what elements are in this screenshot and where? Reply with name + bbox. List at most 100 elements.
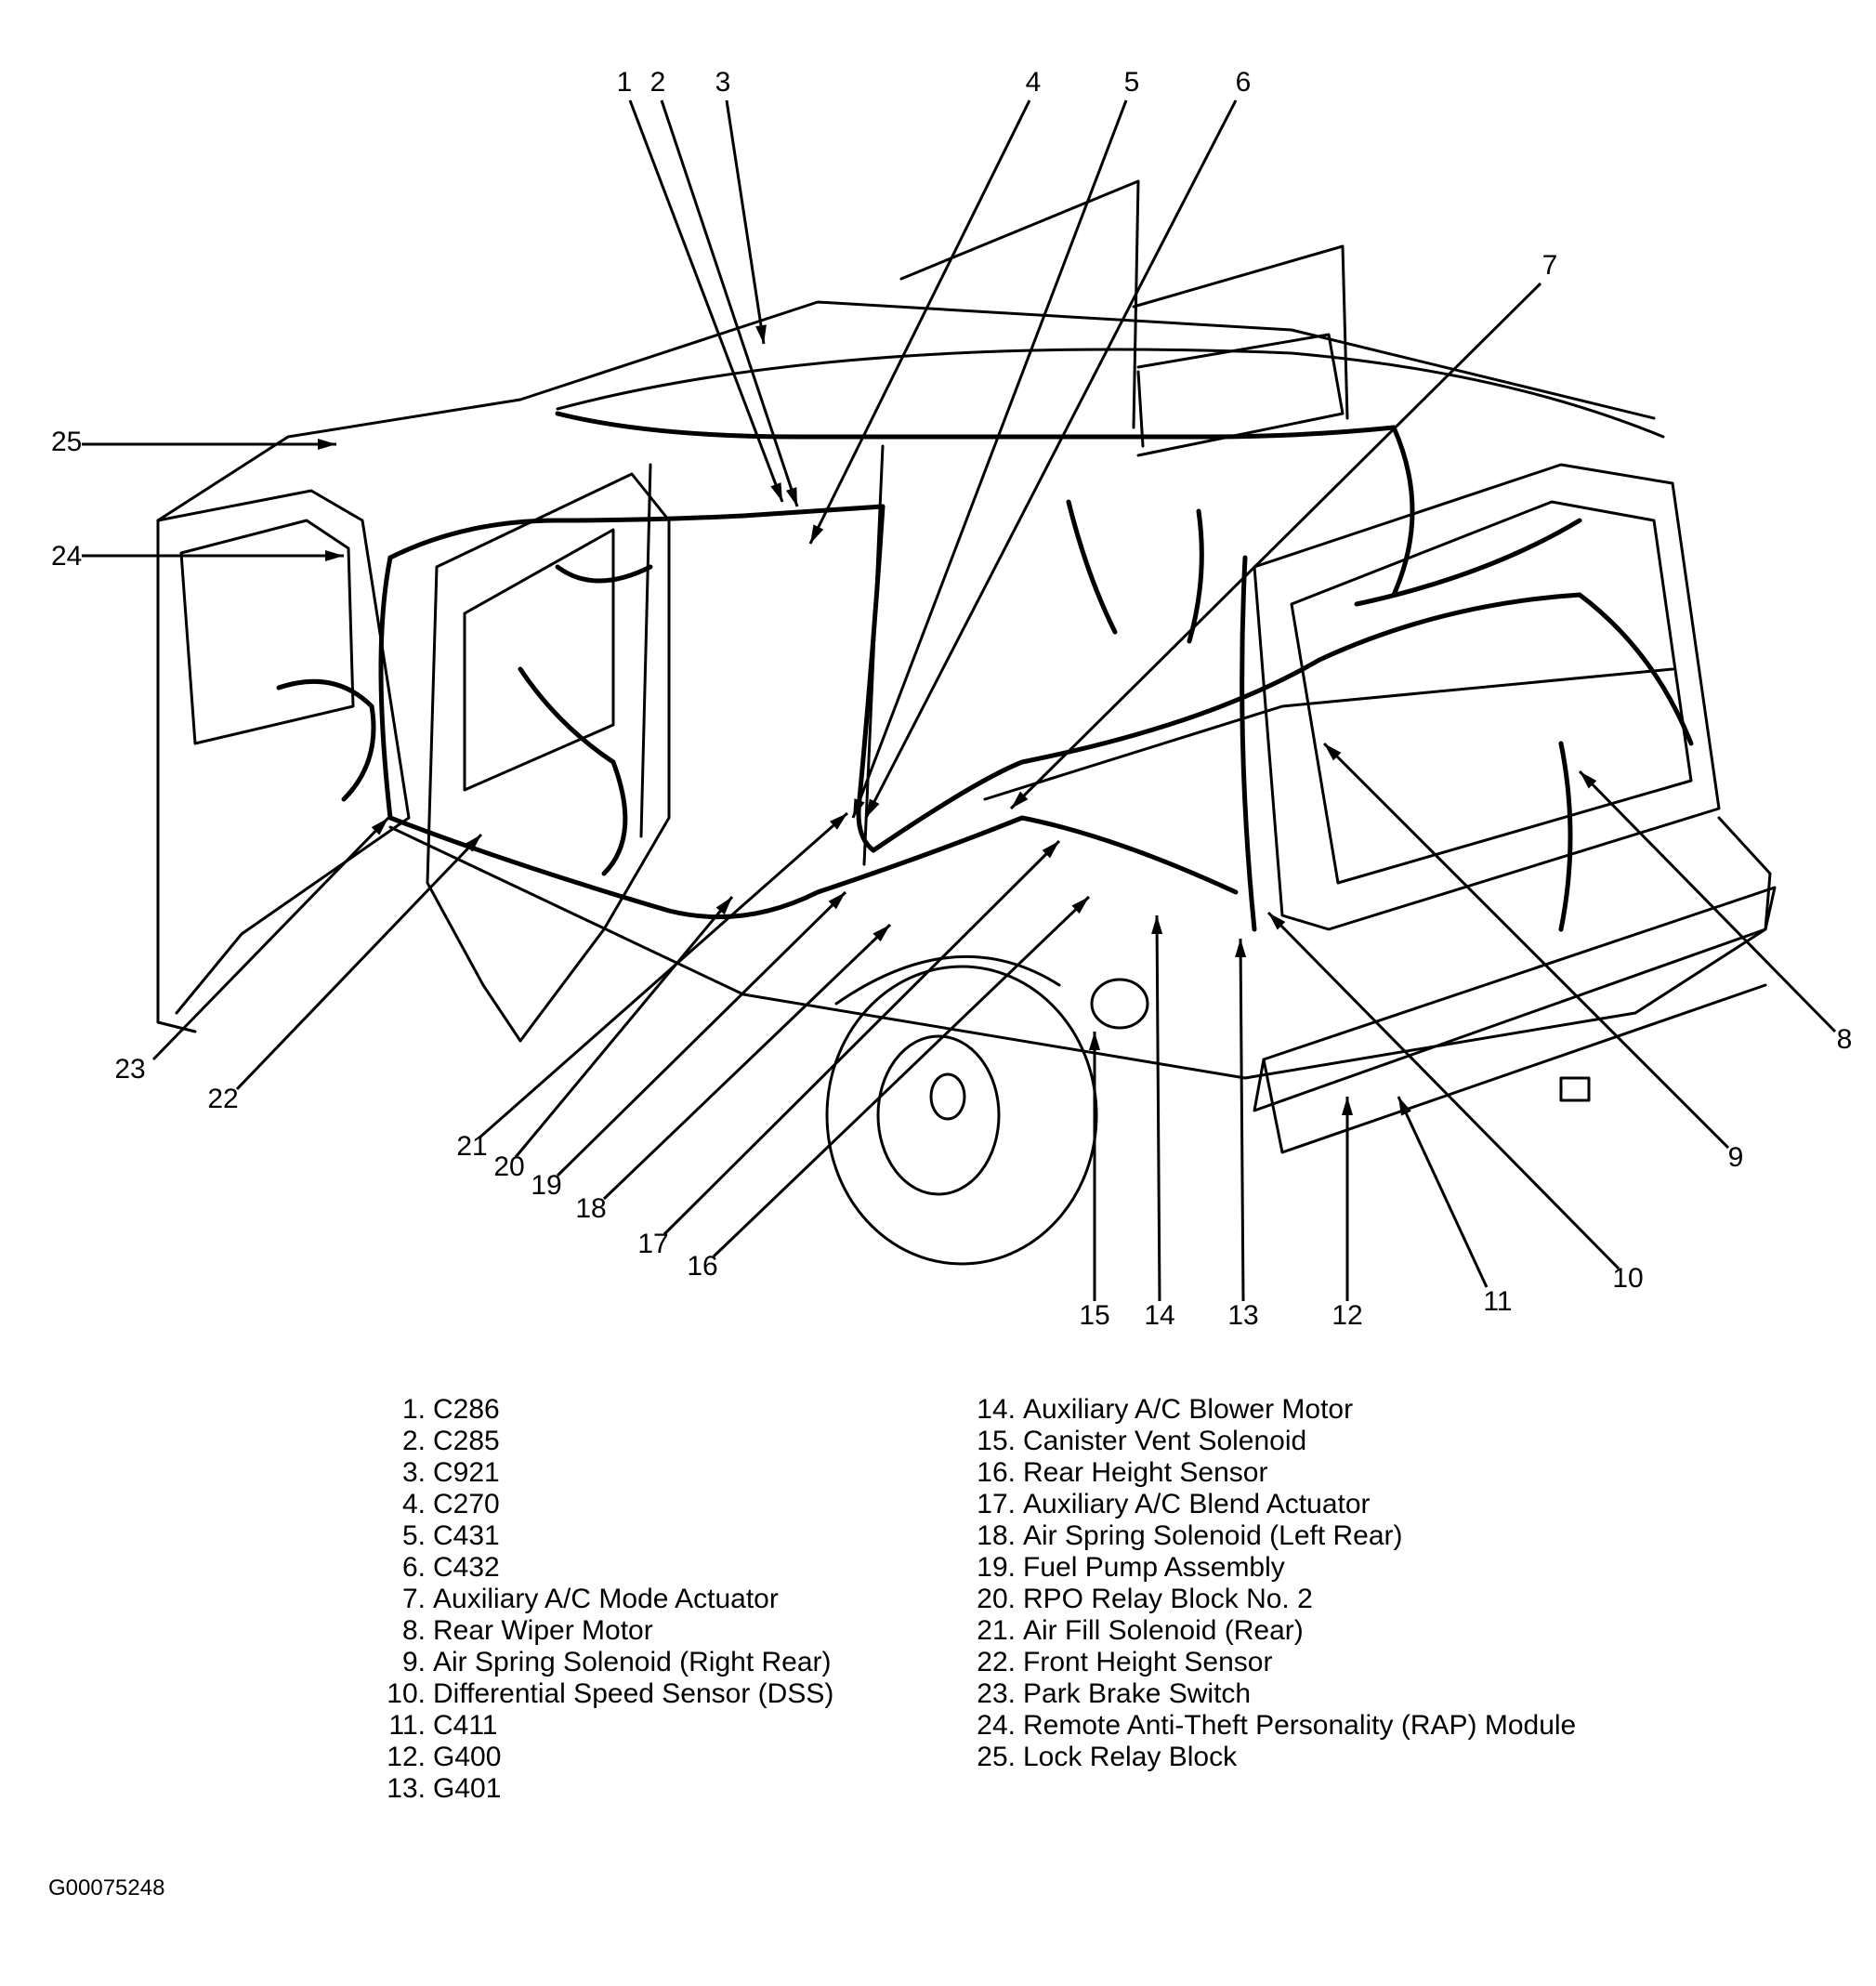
callout-leader-13 <box>1239 938 1245 1302</box>
legend-item: 20.RPO Relay Block No. 2 <box>962 1584 1576 1615</box>
vehicle-outline <box>156 179 1777 1266</box>
callout-number-2: 2 <box>650 67 666 98</box>
legend-item-number: 23. <box>977 1678 1016 1709</box>
callout-number-9: 9 <box>1728 1142 1744 1173</box>
callout-number-22: 22 <box>207 1084 238 1114</box>
callout-number-25: 25 <box>51 427 82 457</box>
legend-item-number: 2. <box>401 1426 426 1456</box>
callout-leader-10 <box>1266 911 1620 1270</box>
legend-item-number: 6. <box>401 1552 426 1583</box>
legend-item: 23.Park Brake Switch <box>962 1678 1576 1710</box>
callout-leader-5 <box>851 99 1128 819</box>
callout-arrowhead-2 <box>785 487 797 506</box>
callout-arrowhead-12 <box>1342 1097 1353 1115</box>
legend-item-number: 8. <box>401 1615 426 1646</box>
legend-item: 6.C432 <box>372 1552 833 1584</box>
callout-arrowhead-22 <box>464 835 481 852</box>
legend-item-label: RPO Relay Block No. 2 <box>1023 1584 1313 1614</box>
legend-item-number: 18. <box>977 1520 1016 1551</box>
legend-item-number: 19. <box>977 1552 1016 1583</box>
callout-leader-20 <box>514 896 734 1158</box>
legend-item: 10.Differential Speed Sensor (DSS) <box>372 1678 833 1710</box>
legend-item-label: Auxiliary A/C Blower Motor <box>1023 1394 1354 1425</box>
callout-number-16: 16 <box>687 1251 717 1282</box>
legend-item: 15.Canister Vent Solenoid <box>962 1426 1576 1457</box>
callout-number-8: 8 <box>1837 1024 1853 1055</box>
callout-leader-22 <box>235 833 483 1091</box>
callout-number-12: 12 <box>1332 1300 1362 1331</box>
legend-item-label: Remote Anti-Theft Personality (RAP) Modu… <box>1023 1710 1577 1741</box>
callout-number-24: 24 <box>51 541 82 572</box>
callout-number-6: 6 <box>1236 67 1252 98</box>
legend-item: 13.G401 <box>372 1773 833 1805</box>
legend-item-label: Auxiliary A/C Mode Actuator <box>433 1584 779 1614</box>
callout-arrowhead-23 <box>371 818 388 835</box>
callout-leader-14 <box>1155 914 1161 1302</box>
legend-item-label: Rear Height Sensor <box>1023 1457 1268 1488</box>
legend-item: 11.C411 <box>372 1710 833 1742</box>
legend-item-label: G400 <box>433 1742 502 1772</box>
legend-item: 25.Lock Relay Block <box>962 1742 1576 1773</box>
legend-item-label: C411 <box>433 1710 498 1741</box>
callout-arrowhead-18 <box>872 925 890 942</box>
legend-item: 14.Auxiliary A/C Blower Motor <box>962 1394 1576 1426</box>
callout-arrowhead-7 <box>1011 791 1029 809</box>
legend-item-label: C286 <box>433 1394 500 1425</box>
callout-number-18: 18 <box>575 1193 606 1224</box>
callout-leader-23 <box>151 816 390 1061</box>
legend-item: 7.Auxiliary A/C Mode Actuator <box>372 1584 833 1615</box>
legend-item-label: C285 <box>433 1426 500 1456</box>
legend-item: 2.C285 <box>372 1426 833 1457</box>
callout-leader-19 <box>556 890 847 1177</box>
legend-item-label: C921 <box>433 1457 500 1488</box>
callout-arrowhead-20 <box>715 897 732 915</box>
legend-item-number: 22. <box>977 1647 1016 1677</box>
legend-item-number: 11. <box>388 1710 426 1741</box>
callout-arrowhead-5 <box>853 798 865 818</box>
legend-item-number: 10. <box>387 1678 426 1709</box>
callout-arrowheads <box>318 324 1597 1116</box>
legend-item-label: Front Height Sensor <box>1023 1647 1273 1677</box>
legend-item-number: 12. <box>387 1742 426 1772</box>
callout-arrowhead-17 <box>1042 841 1059 859</box>
callout-leader-2 <box>660 99 799 507</box>
legend-item: 21.Air Fill Solenoid (Rear) <box>962 1615 1576 1647</box>
legend-item: 4.C270 <box>372 1489 833 1520</box>
callout-arrowhead-24 <box>325 550 344 561</box>
callout-leader-7 <box>1009 282 1542 810</box>
callout-arrowhead-16 <box>1071 897 1089 914</box>
callout-leader-8 <box>1578 769 1837 1033</box>
callout-arrowhead-25 <box>318 439 336 450</box>
callout-leader-lines <box>82 99 1837 1302</box>
callout-number-4: 4 <box>1026 67 1042 98</box>
callout-arrowhead-3 <box>755 324 767 344</box>
callout-arrowhead-13 <box>1235 939 1247 958</box>
legend-item-number: 5. <box>401 1520 426 1551</box>
callout-arrowhead-21 <box>830 813 847 830</box>
callout-number-19: 19 <box>531 1170 561 1201</box>
legend-item: 22.Front Height Sensor <box>962 1647 1576 1678</box>
callout-arrowhead-19 <box>828 892 846 910</box>
callout-leader-6 <box>864 99 1238 819</box>
legend-item: 3.C921 <box>372 1457 833 1489</box>
legend-item-number: 14. <box>977 1394 1016 1425</box>
callout-arrowhead-11 <box>1398 1097 1411 1116</box>
callout-leader-16 <box>712 895 1091 1258</box>
legend-item-number: 7. <box>401 1584 426 1614</box>
legend-item-label: Fuel Pump Assembly <box>1023 1552 1285 1583</box>
callout-number-15: 15 <box>1079 1300 1109 1331</box>
callout-number-11: 11 <box>1483 1286 1512 1317</box>
legend-item-number: 15. <box>977 1426 1016 1456</box>
legend-item: 9.Air Spring Solenoid (Right Rear) <box>372 1647 833 1678</box>
legend-item-label: C432 <box>433 1552 500 1583</box>
callout-arrowhead-14 <box>1151 915 1163 935</box>
legend-item: 1.C286 <box>372 1394 833 1426</box>
callout-leader-17 <box>663 839 1061 1236</box>
legend-item-label: Air Fill Solenoid (Rear) <box>1023 1615 1304 1646</box>
legend-item: 19.Fuel Pump Assembly <box>962 1552 1576 1584</box>
legend-item-number: 20. <box>977 1584 1016 1614</box>
callout-number-1: 1 <box>617 67 633 98</box>
callout-number-14: 14 <box>1144 1300 1174 1331</box>
